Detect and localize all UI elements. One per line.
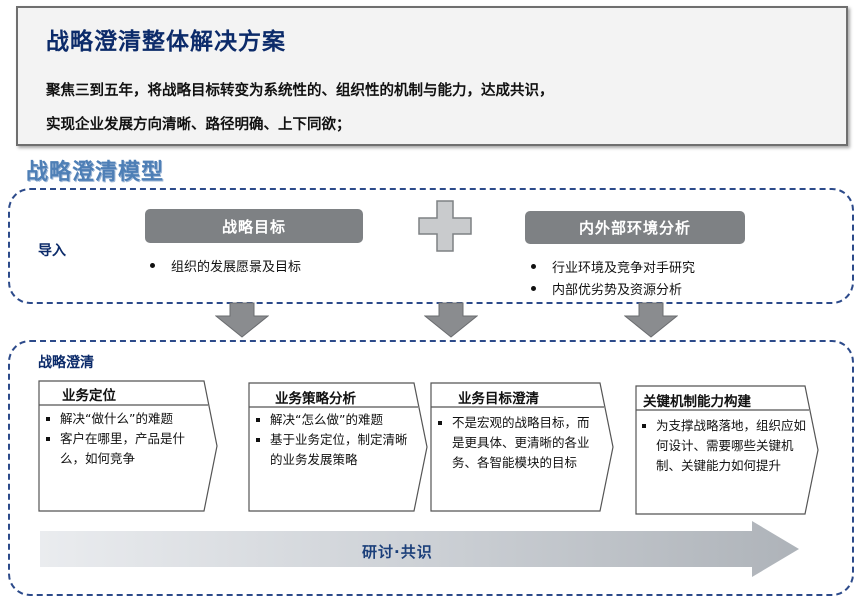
down-arrow-icon <box>424 302 478 338</box>
stage-2-item: 基于业务定位，制定清晰的业务发展策略 <box>256 430 412 470</box>
stage-1-item: 客户在哪里，产品是什么，如何竞争 <box>46 429 204 469</box>
consensus-label: 研讨·共识 <box>362 543 433 561</box>
strategic-goal-bullet: 组织的发展愿景及目标 <box>150 256 301 275</box>
strategic-goal-box: 战略目标 <box>145 209 363 243</box>
stage-2-title: 业务策略分析 <box>275 391 356 407</box>
down-arrow-icon <box>215 302 269 338</box>
page-title: 战略澄清整体解决方案 <box>46 29 286 55</box>
stage-2-body: 解决“怎么做”的难题 基于业务定位，制定清晰的业务发展策略 <box>256 410 412 470</box>
bullet-icon <box>150 263 155 268</box>
bullet-icon <box>46 417 50 421</box>
clarify-section-label: 战略澄清 <box>38 355 94 371</box>
import-section-frame <box>8 188 854 304</box>
bullet-icon <box>256 418 260 422</box>
consensus-arrow <box>40 521 799 577</box>
stage-4-item: 为支撑战略落地，组织应如何设计、需要哪些关键机制、关键能力如何提升 <box>642 416 808 476</box>
bullet-icon <box>46 437 50 441</box>
down-arrow-icon <box>624 302 678 338</box>
header-description-line-1: 聚焦三到五年，将战略目标转变为系统性的、组织性的机制与能力，达成共识， <box>46 83 554 99</box>
bullet-icon <box>531 264 536 269</box>
stage-1-title: 业务定位 <box>62 388 116 404</box>
environment-bullet-2: 内部优劣势及资源分析 <box>531 279 682 298</box>
environment-bullet-1: 行业环境及竞争对手研究 <box>531 257 695 276</box>
stage-1-item: 解决“做什么”的难题 <box>46 409 204 429</box>
bullet-icon <box>531 286 536 291</box>
stage-2-item: 解决“怎么做”的难题 <box>256 410 412 430</box>
stage-1-chevron <box>38 380 218 512</box>
plus-icon <box>418 200 472 252</box>
stage-3-chevron <box>430 382 614 512</box>
bullet-icon <box>642 424 646 428</box>
header-description-line-2: 实现企业发展方向清晰、路径明确、上下同欲； <box>46 117 351 133</box>
model-title: 战略澄清模型 <box>26 160 165 185</box>
stage-4-title: 关键机制能力构建 <box>643 394 751 410</box>
stage-4-chevron <box>635 385 819 515</box>
header-panel <box>16 6 848 146</box>
stage-1-body: 解决“做什么”的难题 客户在哪里，产品是什么，如何竞争 <box>46 409 204 469</box>
import-section-label: 导入 <box>38 243 66 259</box>
stage-3-item: 不是宏观的战略目标，而是更具体、更清晰的各业务、各智能模块的目标 <box>438 413 598 473</box>
stage-3-body: 不是宏观的战略目标，而是更具体、更清晰的各业务、各智能模块的目标 <box>438 413 598 473</box>
stage-4-body: 为支撑战略落地，组织应如何设计、需要哪些关键机制、关键能力如何提升 <box>642 416 808 476</box>
bullet-icon <box>256 438 260 442</box>
stage-2-chevron <box>248 382 428 512</box>
stage-3-title: 业务目标澄清 <box>458 391 539 407</box>
environment-analysis-box: 内外部环境分析 <box>525 211 745 244</box>
bullet-icon <box>438 421 442 425</box>
